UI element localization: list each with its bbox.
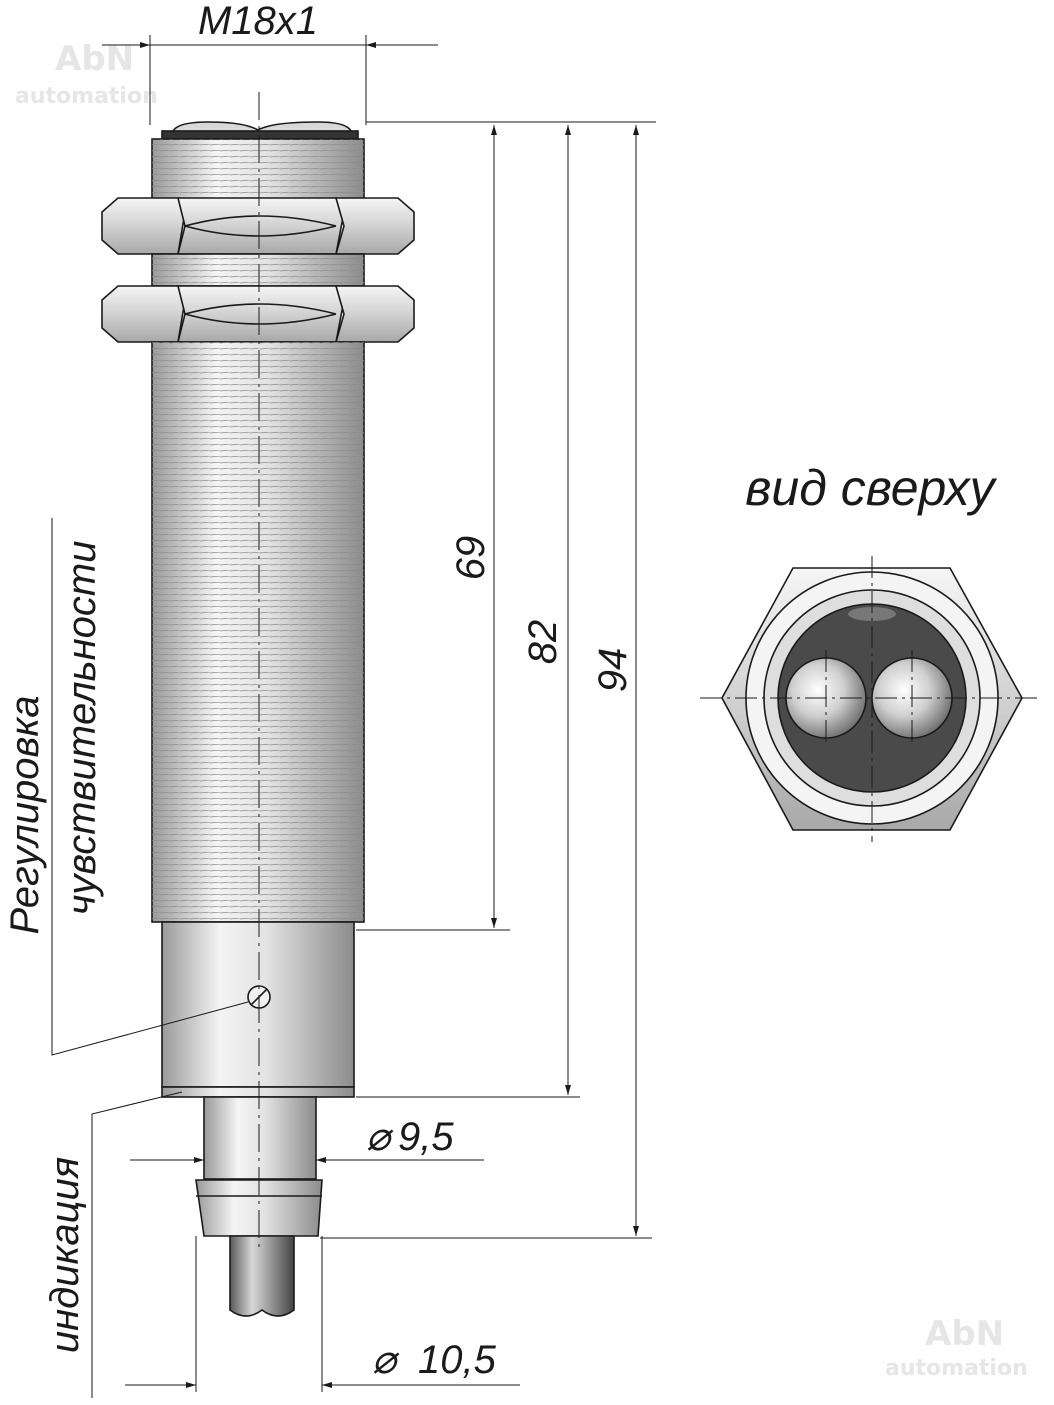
sensitivity-label-line1: Регулировка xyxy=(3,695,47,934)
thread-size-label: M18x1 xyxy=(198,0,318,43)
top-view-title: вид сверху xyxy=(745,460,997,516)
indicator-ring xyxy=(161,1086,355,1098)
dim-82-label: 82 xyxy=(521,620,565,665)
svg-text:⌀: ⌀ xyxy=(366,1115,394,1159)
svg-text:AbN: AbN xyxy=(55,39,134,79)
dimension-lines xyxy=(51,35,656,1398)
top-view-axes xyxy=(700,556,1040,842)
svg-text:AbN: AbN xyxy=(925,1314,1004,1354)
cable-gland xyxy=(203,1096,317,1180)
dim-69-label: 69 xyxy=(449,536,493,581)
watermark-top: AbN automation xyxy=(15,39,158,109)
nut-upper xyxy=(101,197,415,255)
watermark-bottom: AbN automation xyxy=(885,1314,1028,1381)
svg-text:⌀: ⌀ xyxy=(372,1338,400,1382)
cable xyxy=(229,1235,295,1317)
svg-text:10,5: 10,5 xyxy=(418,1338,497,1382)
dim-diameter-9-5: ⌀ 9,5 xyxy=(366,1115,454,1159)
sensor-side-view xyxy=(101,121,415,1317)
svg-text:automation: automation xyxy=(15,84,158,109)
cable-bushing xyxy=(195,1179,323,1237)
nut-lower xyxy=(101,285,415,343)
dim-94-label: 94 xyxy=(591,648,635,693)
dim-diameter-10-5: ⌀ 10,5 xyxy=(372,1338,497,1382)
indication-label: индикация xyxy=(43,1157,87,1353)
sensitivity-label-line2: чувствительности xyxy=(60,541,104,916)
svg-text:automation: automation xyxy=(885,1356,1028,1381)
svg-text:9,5: 9,5 xyxy=(398,1115,454,1159)
